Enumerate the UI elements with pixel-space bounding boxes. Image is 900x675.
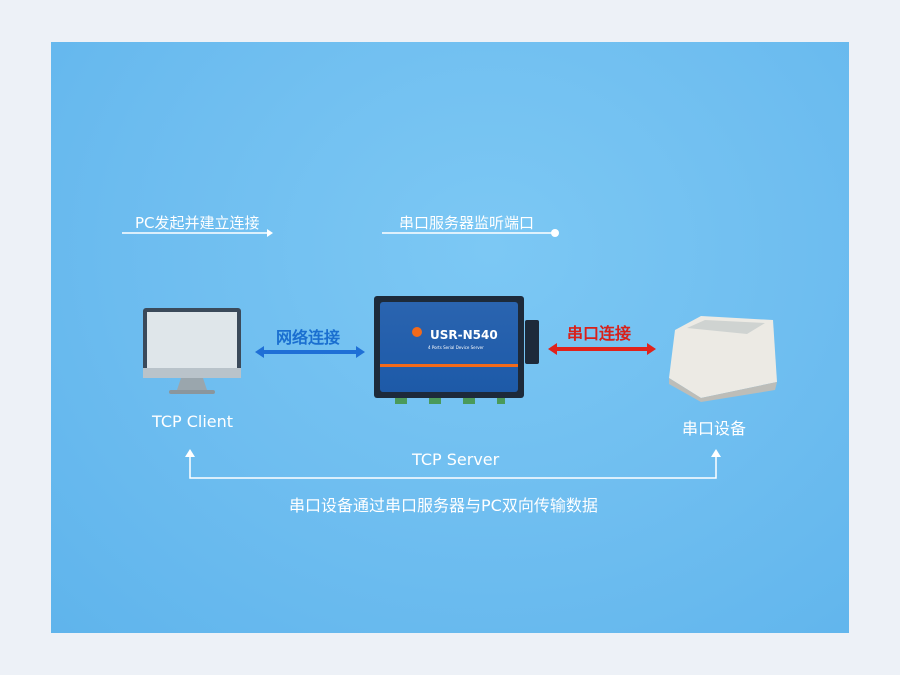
usr-logo-icon xyxy=(412,327,422,337)
serial-printer-icon xyxy=(669,316,777,402)
bidirectional-arrow-icon xyxy=(255,346,365,358)
pc-monitor-icon xyxy=(143,308,241,394)
caption: 串口设备通过串口服务器与PC双向传输数据 xyxy=(289,496,598,515)
serial-connection-label: 串口连接 xyxy=(567,324,632,343)
bidirectional-arrow-icon xyxy=(548,343,656,355)
server-listens-label: 串口服务器监听端口 xyxy=(399,214,535,232)
diagram-panel: PC发起并建立连接 串口服务器监听端口 TCP Client 网络连接 USR-… xyxy=(51,42,849,633)
device-orange-stripe xyxy=(380,364,518,367)
bracket-arrow-icon xyxy=(185,449,721,479)
right-arrow-icon xyxy=(122,229,273,237)
network-connection-label: 网络连接 xyxy=(276,328,341,347)
device-subtitle: 4 Ports Serial Device Server xyxy=(428,345,484,350)
tcp-server-label: TCP Server xyxy=(412,450,500,469)
terminal-blocks xyxy=(395,398,505,404)
line-dot-icon xyxy=(382,229,559,237)
pc-initiates-label: PC发起并建立连接 xyxy=(135,214,260,232)
serial-device-label: 串口设备 xyxy=(682,419,747,438)
mount-bracket xyxy=(525,320,539,364)
serial-server-device: USR-N540 4 Ports Serial Device Server xyxy=(374,296,524,398)
tcp-client-label: TCP Client xyxy=(152,412,234,431)
device-model: USR-N540 xyxy=(430,328,498,342)
